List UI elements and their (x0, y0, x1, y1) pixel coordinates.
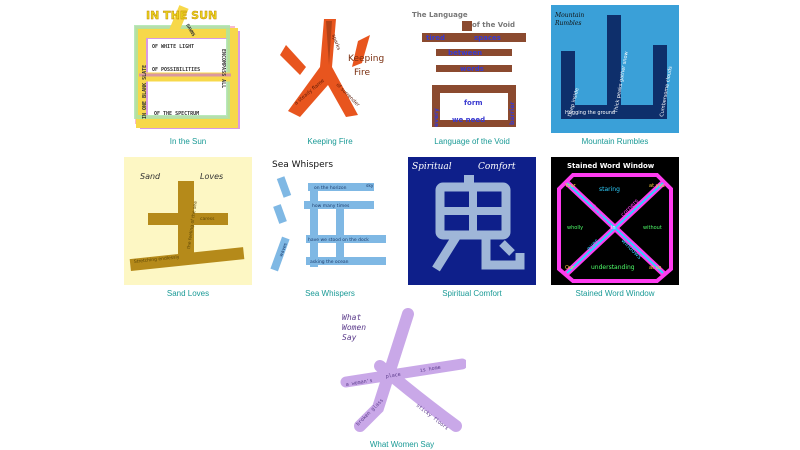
gallery-item-keeping-fire[interactable]: Keeping Fire a steady flame sparks of su… (266, 5, 394, 147)
mountain-rumbles-image: Mountain Rumbles Deep inside Thick peaks… (551, 5, 679, 133)
svg-text:every: every (433, 108, 440, 127)
svg-text:Say: Say (342, 333, 357, 342)
svg-text:at us: at us (649, 265, 662, 271)
svg-text:Stained Word Window: Stained Word Window (567, 162, 655, 170)
svg-text:in: in (611, 225, 616, 231)
svg-text:how many times: how many times (312, 203, 350, 209)
svg-text:Our: Our (565, 265, 575, 271)
gallery-item-caption: In the Sun (169, 137, 207, 146)
svg-text:The Language: The Language (412, 11, 468, 19)
gallery-item-spiritual-comfort[interactable]: Spiritual Comfort Spiritual Comfort (408, 157, 536, 299)
svg-text:barrier: barrier (509, 102, 516, 125)
svg-text:asking the ocean: asking the ocean (310, 259, 349, 265)
svg-text:Hugging the ground: Hugging the ground (565, 110, 615, 116)
svg-text:Mountain: Mountain (554, 12, 584, 19)
sand-loves-image: Sand Loves the feeling of the sea caress… (124, 157, 252, 285)
svg-text:OF POSSIBILITIES: OF POSSIBILITIES (152, 67, 200, 73)
stained-word-window-image: Stained Word Window Your staring at you … (551, 157, 679, 285)
svg-text:a woman's: a woman's (345, 378, 373, 388)
gallery-item-language-of-the-void[interactable]: The Language of the Void tired spaces be… (408, 5, 536, 147)
svg-text:have we stood on the dock: have we stood on the dock (308, 237, 369, 243)
svg-text:Women: Women (342, 323, 366, 332)
sea-whispers-image: Sea Whispers on the horizon sky how many… (266, 157, 394, 285)
svg-text:OF WHITE LIGHT: OF WHITE LIGHT (152, 44, 194, 50)
gallery-item-caption: Spiritual Comfort (442, 289, 502, 298)
in-the-sun-image: IN THE SUN OF WHITE LIGHT OF POSSIBILITI… (124, 5, 252, 133)
gallery-item-caption: What Women Say (369, 440, 435, 449)
svg-text:of the Void: of the Void (472, 21, 515, 29)
svg-text:OF THE SPECTRUM: OF THE SPECTRUM (154, 111, 199, 117)
what-women-say-artwork: What Women Say a woman's place is home b… (338, 308, 466, 436)
gallery-item-in-the-sun[interactable]: IN THE SUN OF WHITE LIGHT OF POSSIBILITI… (124, 5, 252, 147)
spiritual-comfort-image: Spiritual Comfort (408, 157, 536, 285)
gallery-item-what-women-say[interactable]: What Women Say a woman's place is home b… (338, 308, 466, 450)
svg-text:Spiritual: Spiritual (412, 162, 452, 172)
svg-text:Comfort: Comfort (478, 162, 516, 172)
svg-text:Loves: Loves (200, 172, 223, 181)
svg-text:without: without (643, 225, 662, 231)
gallery-item-caption: Sand Loves (166, 289, 210, 298)
in-the-sun-artwork: IN THE SUN OF WHITE LIGHT OF POSSIBILITI… (124, 5, 252, 133)
gallery-item-sand-loves[interactable]: Sand Loves the feeling of the sea caress… (124, 157, 252, 299)
svg-text:caress: caress (200, 216, 215, 222)
svg-text:wholly: wholly (567, 225, 583, 231)
svg-text:Your: Your (564, 183, 577, 189)
svg-text:tired: tired (426, 34, 445, 42)
language-of-the-void-image: The Language of the Void tired spaces be… (408, 5, 536, 133)
gallery-item-caption: Language of the Void (434, 137, 510, 146)
svg-text:we need: we need (452, 116, 485, 124)
gallery-item-caption: Mountain Rumbles (581, 137, 649, 146)
svg-text:Fire: Fire (354, 68, 371, 78)
svg-text:between: between (448, 49, 482, 57)
svg-text:Keeping: Keeping (348, 54, 384, 64)
svg-text:ENCOMPASS ALL: ENCOMPASS ALL (220, 49, 226, 88)
gallery-item-sea-whispers[interactable]: Sea Whispers on the horizon sky how many… (266, 157, 394, 299)
svg-text:Sand: Sand (140, 172, 161, 181)
what-women-say-image: What Women Say a woman's place is home b… (338, 308, 466, 436)
gallery-item-caption: Keeping Fire (307, 137, 353, 146)
svg-text:sky: sky (366, 183, 374, 189)
language-of-the-void-artwork: The Language of the Void tired spaces be… (408, 5, 536, 133)
svg-text:words: words (460, 65, 484, 73)
svg-text:IN ONE BLANK SLATE: IN ONE BLANK SLATE (142, 65, 148, 119)
mountain-rumbles-artwork: Mountain Rumbles Deep inside Thick peaks… (551, 5, 679, 133)
svg-text:sparks: sparks (330, 34, 341, 52)
svg-text:Stretching endlessly: Stretching endlessly (134, 254, 180, 265)
svg-text:spaces: spaces (474, 34, 501, 42)
svg-text:staring: staring (599, 186, 620, 193)
svg-text:Sea Whispers: Sea Whispers (272, 160, 333, 170)
gallery-item-stained-word-window[interactable]: Stained Word Window Your staring at you … (551, 157, 679, 299)
svg-text:What: What (342, 313, 361, 322)
sea-whispers-artwork: Sea Whispers on the horizon sky how many… (266, 157, 394, 285)
gallery-item-mountain-rumbles[interactable]: Mountain Rumbles Deep inside Thick peaks… (551, 5, 679, 147)
in-the-sun-title: IN THE SUN (146, 9, 217, 22)
svg-text:at you: at you (649, 183, 665, 189)
svg-text:Rumbles: Rumbles (554, 20, 581, 27)
gallery-item-caption: Sea Whispers (305, 289, 355, 298)
gallery-item-caption: Stained Word Window (575, 289, 655, 298)
svg-text:place: place (385, 372, 401, 380)
stained-word-window-artwork: Stained Word Window Your staring at you … (551, 157, 679, 285)
svg-text:waves: waves (279, 242, 289, 258)
keeping-fire-image: Keeping Fire a steady flame sparks of su… (266, 5, 394, 133)
spiritual-comfort-artwork: Spiritual Comfort (408, 157, 536, 285)
sand-loves-artwork: Sand Loves the feeling of the sea caress… (124, 157, 252, 285)
keeping-fire-artwork: Keeping Fire a steady flame sparks of su… (266, 5, 394, 133)
svg-text:is home: is home (419, 365, 441, 374)
svg-text:form: form (464, 99, 483, 107)
svg-text:on the horizon: on the horizon (314, 185, 347, 191)
svg-text:understanding: understanding (591, 264, 635, 271)
